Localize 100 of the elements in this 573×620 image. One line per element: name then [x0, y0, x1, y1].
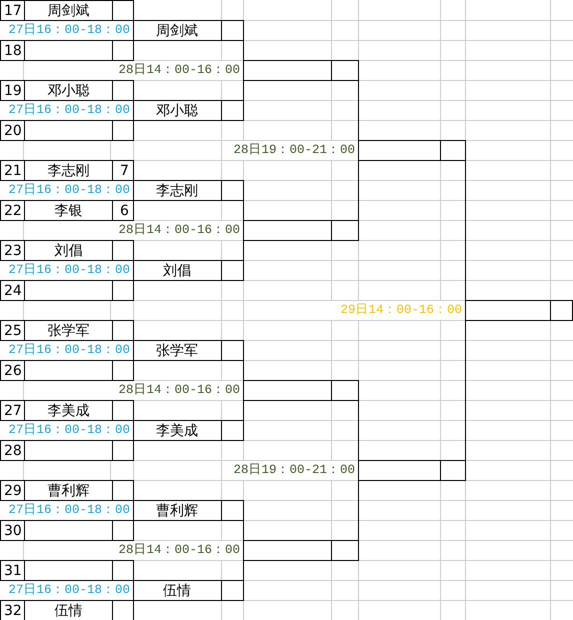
- score: 6: [120, 202, 129, 220]
- bracket-line: [133, 510, 134, 541]
- empty-slot: [465, 300, 573, 321]
- bracket-slot: [0, 320, 134, 341]
- bracket-slot: [0, 240, 134, 261]
- bracket-line: [358, 150, 359, 241]
- bracket-slot: [0, 40, 134, 61]
- bracket-line: [358, 470, 359, 561]
- bracket-slot: [133, 420, 244, 441]
- bracket-line: [243, 390, 244, 441]
- bracket-slot: [0, 600, 134, 620]
- player-name: 曹利辉: [156, 502, 198, 520]
- seed-number: 20: [4, 122, 22, 140]
- bracket-line: [465, 140, 466, 311]
- empty-slot: [358, 140, 466, 161]
- empty-slot: [358, 460, 466, 481]
- empty-slot: [243, 60, 359, 81]
- bracket-line: [243, 500, 244, 551]
- match-time: 28日14：00-16：00: [109, 61, 240, 80]
- bracket-line: [133, 0, 134, 31]
- seed-number: 26: [4, 362, 22, 380]
- player-name: 李银: [54, 202, 82, 220]
- bracket-line: [133, 430, 134, 461]
- player-name: 周剑斌: [48, 2, 90, 20]
- seed-number: 22: [4, 202, 22, 220]
- bracket-slot: [0, 200, 134, 221]
- bracket-line: [133, 400, 134, 431]
- bracket-slot: [133, 180, 244, 201]
- bracket-slot: [0, 400, 134, 421]
- bracket-line: [465, 310, 466, 481]
- player-name: 邓小聪: [156, 102, 198, 120]
- seed-number: 32: [4, 602, 22, 620]
- bracket-line: [133, 350, 134, 381]
- bracket-slot: [133, 340, 244, 361]
- seed-number: 29: [4, 482, 22, 500]
- match-time: 28日14：00-16：00: [109, 541, 240, 560]
- bracket-line: [133, 270, 134, 301]
- bracket-slot: [133, 100, 244, 121]
- player-name: 伍情: [54, 602, 82, 620]
- bracket-slot: [0, 560, 134, 581]
- score: 7: [120, 162, 129, 180]
- bracket-line: [133, 160, 134, 191]
- bracket-line: [358, 60, 359, 151]
- seed-number: 23: [4, 242, 22, 260]
- bracket-slot: [0, 160, 134, 181]
- bracket-slot: [133, 260, 244, 281]
- bracket-slot: [133, 580, 244, 601]
- match-time: 28日14：00-16：00: [109, 221, 240, 240]
- bracket-slot: [133, 500, 244, 521]
- player-name: 李志刚: [48, 162, 90, 180]
- player-name: 曹利辉: [48, 482, 90, 500]
- seed-number: 27: [4, 402, 22, 420]
- bracket-line: [133, 190, 134, 221]
- seed-number: 24: [4, 282, 22, 300]
- bracket-line: [243, 340, 244, 391]
- player-name: 伍情: [163, 582, 191, 600]
- player-name: 张学军: [48, 322, 90, 340]
- bracket-line: [243, 180, 244, 231]
- bracket-line: [133, 560, 134, 591]
- player-name: 张学军: [156, 342, 198, 360]
- player-name: 周剑斌: [156, 22, 198, 40]
- bracket-line: [133, 480, 134, 511]
- seed-number: 30: [4, 522, 22, 540]
- bracket-slot: [0, 480, 134, 501]
- seed-number: 18: [4, 42, 22, 60]
- bracket-line: [243, 70, 244, 121]
- seed-number: 28: [4, 442, 22, 460]
- bracket-slot: [0, 120, 134, 141]
- seed-number: 25: [4, 322, 22, 340]
- match-time: 29日14：00-16：00: [331, 301, 462, 320]
- bracket-slot: [0, 0, 134, 21]
- match-time: 28日14：00-16：00: [109, 381, 240, 400]
- seed-number: 19: [4, 82, 22, 100]
- bracket-slot: [0, 360, 134, 381]
- empty-slot: [243, 220, 359, 241]
- bracket-line: [133, 30, 134, 61]
- player-name: 刘倡: [54, 242, 82, 260]
- bracket-slot: [0, 80, 134, 101]
- bracket-line: [133, 320, 134, 351]
- bracket-line: [133, 590, 134, 620]
- seed-number: 31: [4, 562, 22, 580]
- empty-slot: [243, 380, 359, 401]
- seed-number: 21: [4, 162, 22, 180]
- bracket-line: [358, 380, 359, 471]
- player-name: 李美成: [156, 422, 198, 440]
- player-name: 邓小聪: [48, 82, 90, 100]
- bracket-line: [133, 80, 134, 111]
- player-name: 李志刚: [156, 182, 198, 200]
- bracket-line: [243, 230, 244, 281]
- bracket-line: [133, 240, 134, 271]
- bracket-slot: [0, 520, 134, 541]
- player-name: 刘倡: [163, 262, 191, 280]
- bracket-line: [243, 550, 244, 601]
- seed-number: 17: [4, 2, 22, 20]
- bracket-line: [243, 20, 244, 71]
- bracket-slot: [133, 20, 244, 41]
- bracket-slot: [0, 280, 134, 301]
- player-name: 李美成: [48, 402, 90, 420]
- empty-slot: [243, 540, 359, 561]
- bracket-line: [133, 110, 134, 141]
